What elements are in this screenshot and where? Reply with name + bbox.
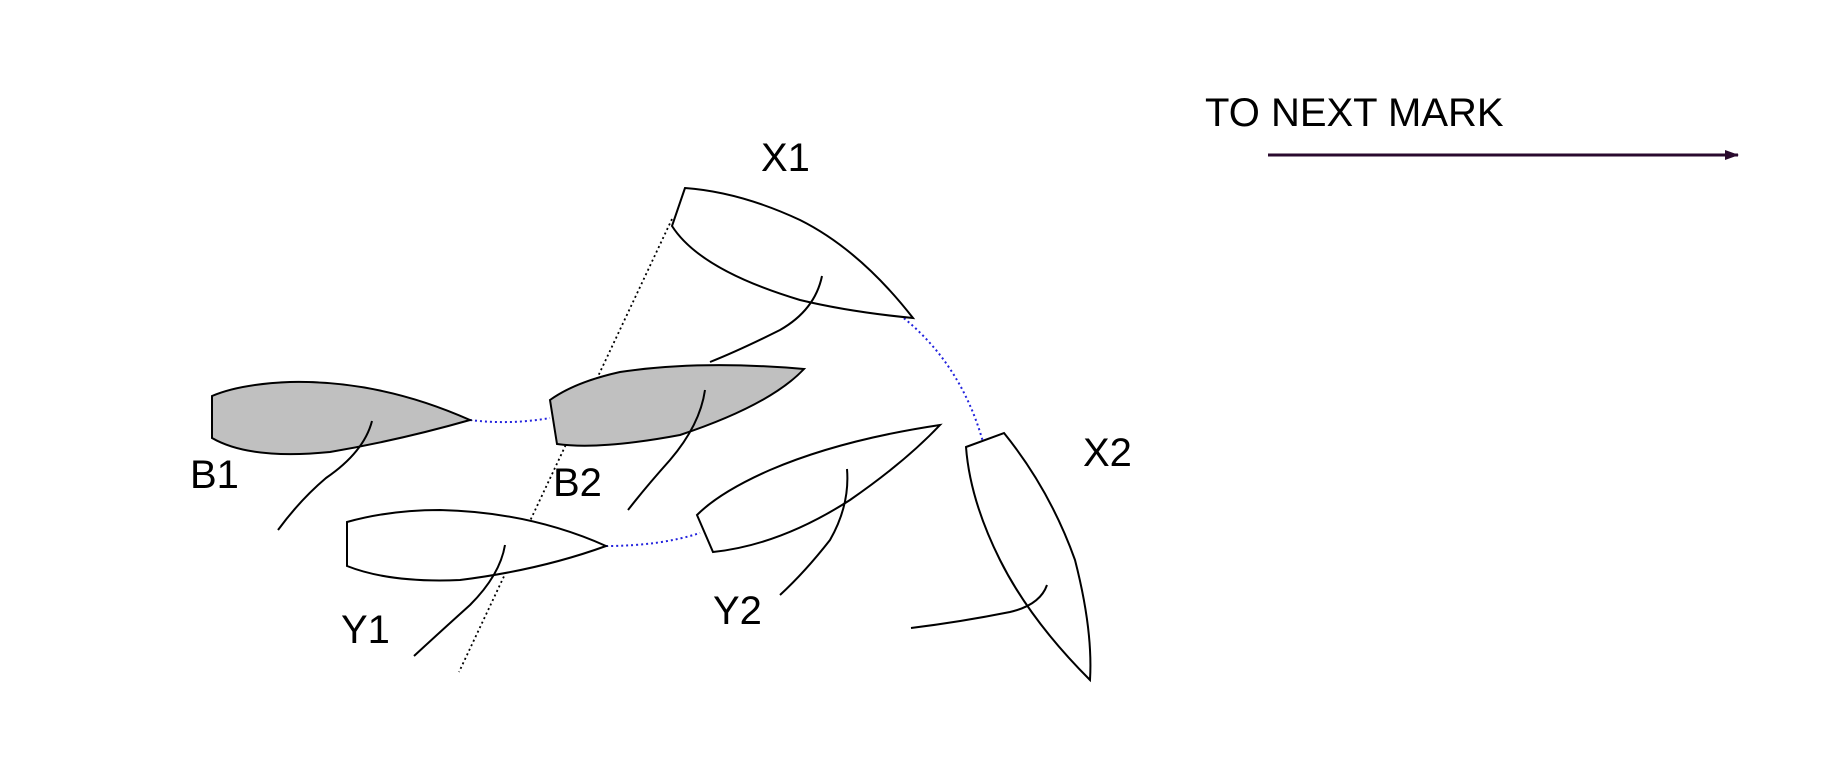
boat-b2-label: B2 xyxy=(553,461,602,505)
boat-b1-boom xyxy=(277,420,373,531)
next-mark-indicator: TO NEXT MARK xyxy=(1205,91,1739,160)
boat-x1: X1 xyxy=(670,136,916,363)
boat-y1: Y1 xyxy=(341,508,609,657)
boat-b1-label: B1 xyxy=(190,453,239,497)
boat-x1-hull xyxy=(670,186,916,320)
boat-y1-hull xyxy=(346,508,609,582)
x-track-line xyxy=(895,311,984,443)
boat-b2: B2 xyxy=(548,364,807,511)
next-mark-label: TO NEXT MARK xyxy=(1205,91,1504,135)
boat-y1-boom xyxy=(413,544,506,657)
boat-x1-boom xyxy=(709,275,823,363)
boat-y1-label: Y1 xyxy=(341,608,390,652)
boat-y2-hull xyxy=(695,423,943,554)
y-track-line xyxy=(605,532,701,547)
boat-b1-hull xyxy=(211,380,473,456)
boat-b1: B1 xyxy=(190,380,473,531)
boat-y2-boom xyxy=(779,468,849,596)
boat-x2: X2 xyxy=(910,431,1132,683)
boat-x2-label: X2 xyxy=(1083,431,1132,475)
b-track-line xyxy=(469,417,551,424)
boat-x2-boom xyxy=(910,584,1048,629)
boat-y2: Y2 xyxy=(695,423,943,633)
boat-y2-label: Y2 xyxy=(713,589,762,633)
boat-x2-hull xyxy=(964,431,1092,683)
boat-x1-label: X1 xyxy=(761,136,810,180)
boat-b2-boom xyxy=(627,389,706,511)
boat-b2-hull xyxy=(548,364,807,447)
